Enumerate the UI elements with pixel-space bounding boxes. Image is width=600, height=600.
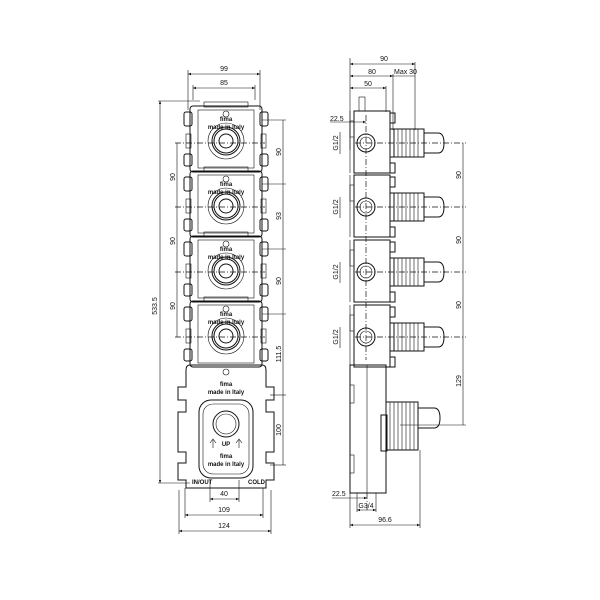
- diverter-side: [349, 364, 441, 512]
- thread-g1-2: G1/2: [333, 135, 340, 150]
- dim-109: 109: [218, 507, 230, 514]
- marking-label: made in Italy: [208, 190, 245, 196]
- dim-22-5-bottom: 22.5: [332, 491, 346, 498]
- dim-right-90: 90: [276, 277, 283, 285]
- brand-label: fima: [220, 454, 233, 460]
- module-labels: fima made in Italy fima made in Italy fi…: [208, 117, 245, 326]
- dim-22-5-top: 22.5: [330, 116, 344, 123]
- dim-124: 124: [218, 523, 230, 530]
- side-view: 90 80 Max 30 50 22.5 G1/2 G1/2 G1/2 G1/2: [330, 56, 466, 528]
- thread-g3-4: G3/4: [358, 503, 373, 510]
- dim-side-90: 90: [380, 56, 388, 63]
- cold-mark: COLD: [248, 480, 266, 486]
- dim-533-5: 533.5: [152, 297, 159, 315]
- thread-labels: G1/2 G1/2 G1/2 G1/2: [333, 132, 341, 348]
- dim-left-90: 90: [170, 237, 177, 245]
- dim-right-100: 100: [276, 424, 283, 436]
- up-label: UP: [222, 442, 230, 448]
- in-out-mark: IN/OUT: [192, 480, 213, 486]
- module-4: [183, 296, 269, 368]
- dim-max-30: Max 30: [394, 69, 417, 76]
- module-3: [183, 231, 269, 303]
- front-view: fima made in Italy fima made in Italy fi…: [152, 66, 286, 534]
- dim-80: 80: [368, 69, 376, 76]
- dim-99: 99: [220, 66, 228, 73]
- dim-50: 50: [364, 81, 372, 88]
- dim-96-6: 96.6: [378, 517, 392, 524]
- marking-label: made in Italy: [208, 125, 245, 131]
- brand-label: fima: [220, 312, 233, 318]
- thread-g1-2: G1/2: [333, 199, 340, 214]
- brand-label: fima: [220, 382, 233, 388]
- dim-right-93: 93: [276, 212, 283, 220]
- marking-label: made in Italy: [208, 320, 245, 326]
- up-arrow-icon: [209, 438, 243, 448]
- brand-label: fima: [220, 247, 233, 253]
- diverter-box: fima made in Italy UP fima made in Italy…: [177, 364, 275, 489]
- dim-right-111-5: 111.5: [276, 346, 283, 363]
- dim-side-right-90: 90: [456, 171, 463, 179]
- dim-side-right-90: 90: [456, 236, 463, 244]
- dim-side-right-129: 129: [456, 375, 463, 387]
- dim-40: 40: [220, 491, 228, 498]
- dim-side-right-90: 90: [456, 301, 463, 309]
- module-1: [183, 101, 269, 173]
- brand-label: fima: [220, 182, 233, 188]
- module-2: [183, 166, 269, 238]
- dim-85: 85: [220, 80, 228, 87]
- brand-label: fima: [220, 117, 233, 123]
- dim-left-90: 90: [170, 302, 177, 310]
- thread-g1-2: G1/2: [333, 329, 340, 344]
- dim-right-90: 90: [276, 148, 283, 156]
- thread-g1-2: G1/2: [333, 264, 340, 279]
- dim-left-90: 90: [170, 173, 177, 181]
- marking-label: made in Italy: [208, 390, 245, 396]
- marking-label: made in Italy: [208, 462, 245, 468]
- marking-label: made in Italy: [208, 255, 245, 261]
